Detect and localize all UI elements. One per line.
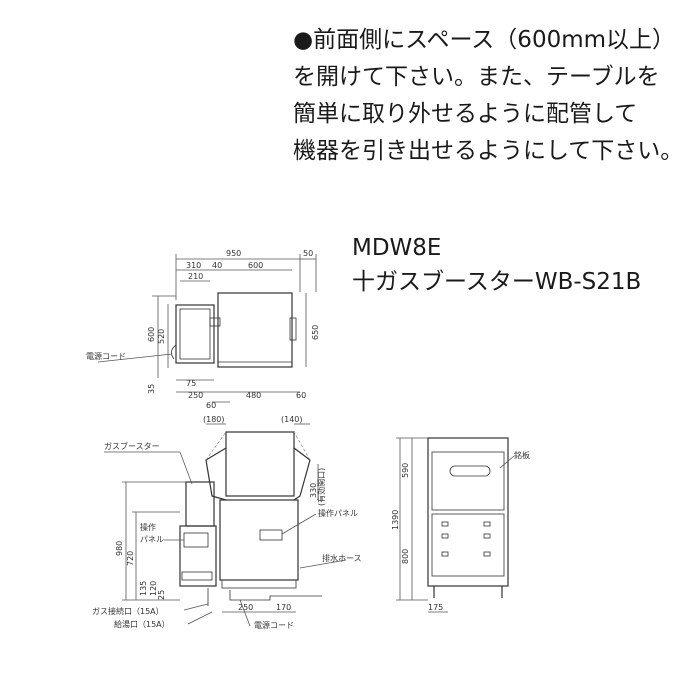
- model-title: MDW8E 十ガスブースターWB-S21B: [352, 231, 641, 299]
- hood-right-wing: [293, 447, 311, 501]
- unit-plan-handle: [289, 317, 297, 341]
- leader-drain: [299, 559, 347, 569]
- vent: [441, 533, 449, 539]
- dim-175: 175: [428, 603, 443, 612]
- note-line-3: 簡単に取り外せるように配管して: [293, 101, 638, 127]
- dim-330: 330: [309, 483, 318, 498]
- unit-body-outline: [219, 499, 299, 581]
- side-vents: [441, 521, 491, 557]
- label-water-inlet: 給湯口（15A）: [114, 619, 170, 629]
- note-line-2: を開けて下さい。また、テーブルを: [293, 64, 660, 90]
- dim-35: 35: [147, 384, 156, 394]
- side-cabinet: [431, 513, 505, 577]
- dim-600: 600: [248, 261, 263, 270]
- dim-950: 950: [226, 249, 241, 258]
- leader-gas-booster: [179, 451, 193, 485]
- dim-75: 75: [186, 379, 196, 388]
- vent: [483, 551, 491, 557]
- dim-170: 170: [276, 603, 291, 612]
- side-hood: [431, 451, 505, 511]
- dim-1390: 1390: [391, 510, 400, 530]
- dim-50: 50: [303, 249, 313, 258]
- label-op-panel-left-2: パネル: [140, 535, 164, 544]
- side-view: 1390 590 800 175 銘板: [391, 437, 530, 613]
- dim-480: 480: [246, 391, 261, 400]
- dim-140: (140): [281, 415, 303, 424]
- hood-swing-arc: [205, 431, 311, 461]
- vent: [483, 521, 491, 527]
- booster-plan-inner: [179, 308, 211, 360]
- note-line-1: ●前面側にスペース（600mm以上）: [293, 27, 676, 53]
- dim-60l: 60: [206, 401, 216, 410]
- booster-plan-outline: [175, 304, 215, 364]
- label-drain-hose: 排水ホース: [322, 553, 362, 563]
- dim-650: 650: [311, 325, 320, 340]
- booster-model: 十ガスブースターWB-S21B: [352, 269, 642, 295]
- dim-135: 135: [139, 581, 148, 596]
- dim-25: 25: [157, 590, 166, 600]
- side-handle: [449, 465, 491, 477]
- booster-column: [185, 481, 215, 527]
- unit-base: [221, 579, 297, 589]
- dim-980: 980: [115, 541, 124, 556]
- booster-body: [179, 525, 217, 587]
- dim-250: 250: [188, 391, 203, 400]
- dim-600v: 600: [147, 327, 156, 342]
- side-body-outline: [427, 437, 509, 587]
- hood-left-wing: [205, 447, 227, 501]
- hood-outline: [225, 431, 295, 497]
- leader-gas-inlet: [183, 603, 209, 611]
- label-op-panel-left-1: 操作: [140, 522, 156, 532]
- note-line-4: 機器を引き出せるようにして下さい。: [293, 138, 684, 164]
- dim-210: 210: [188, 272, 203, 281]
- power-cord-plan: [171, 344, 177, 360]
- dim-120: 120: [149, 581, 158, 596]
- dim-60r: 60: [296, 391, 306, 400]
- dim-250-front: 250: [238, 603, 253, 612]
- dim-800: 800: [401, 549, 410, 564]
- leader-tag: [499, 455, 515, 469]
- label-power-cord-top: 電源コード: [86, 352, 126, 361]
- drain-pipe: [229, 590, 322, 601]
- leader-power-cord-top: [97, 353, 173, 363]
- vent: [483, 533, 491, 539]
- vent: [441, 521, 449, 527]
- leader-op-panel-right: [281, 513, 317, 535]
- model-name: MDW8E: [352, 235, 442, 261]
- leader-power-cord-front: [239, 599, 251, 627]
- booster-plan-knob: [209, 317, 221, 327]
- installation-note: ●前面側にスペース（600mm以上） を開けて下さい。また、テーブルを 簡単に取…: [293, 22, 693, 170]
- dim-40: 40: [212, 261, 222, 270]
- vent: [441, 551, 449, 557]
- dim-590: 590: [401, 463, 410, 478]
- booster-footer: [181, 571, 213, 581]
- dim-310: 310: [186, 261, 201, 270]
- label-tag: 銘板: [514, 450, 530, 460]
- dim-330-note: (有効開口): [316, 468, 326, 506]
- dim-720: 720: [126, 551, 135, 566]
- unit-control-panel: [259, 529, 283, 541]
- top-view: 950 50 310 40 600 210 600 520 35 650 75 …: [86, 249, 320, 410]
- label-op-panel-left: 操作 パネル: [140, 522, 164, 544]
- front-view: (180) (140) 330 (有効開口) 980 720 135 120 2…: [92, 415, 362, 630]
- leader-water-inlet: [187, 611, 213, 625]
- unit-plan-outline: [217, 292, 293, 368]
- label-gas-inlet: ガス接続口（15A）: [92, 606, 164, 616]
- label-gas-booster: ガスブースター: [104, 441, 160, 451]
- dim-180: (180): [203, 415, 225, 424]
- dim-520v: 520: [157, 329, 166, 344]
- booster-panel: [183, 532, 209, 548]
- label-power-cord-front: 電源コード: [254, 621, 294, 630]
- label-op-panel-right: 操作パネル: [318, 508, 358, 518]
